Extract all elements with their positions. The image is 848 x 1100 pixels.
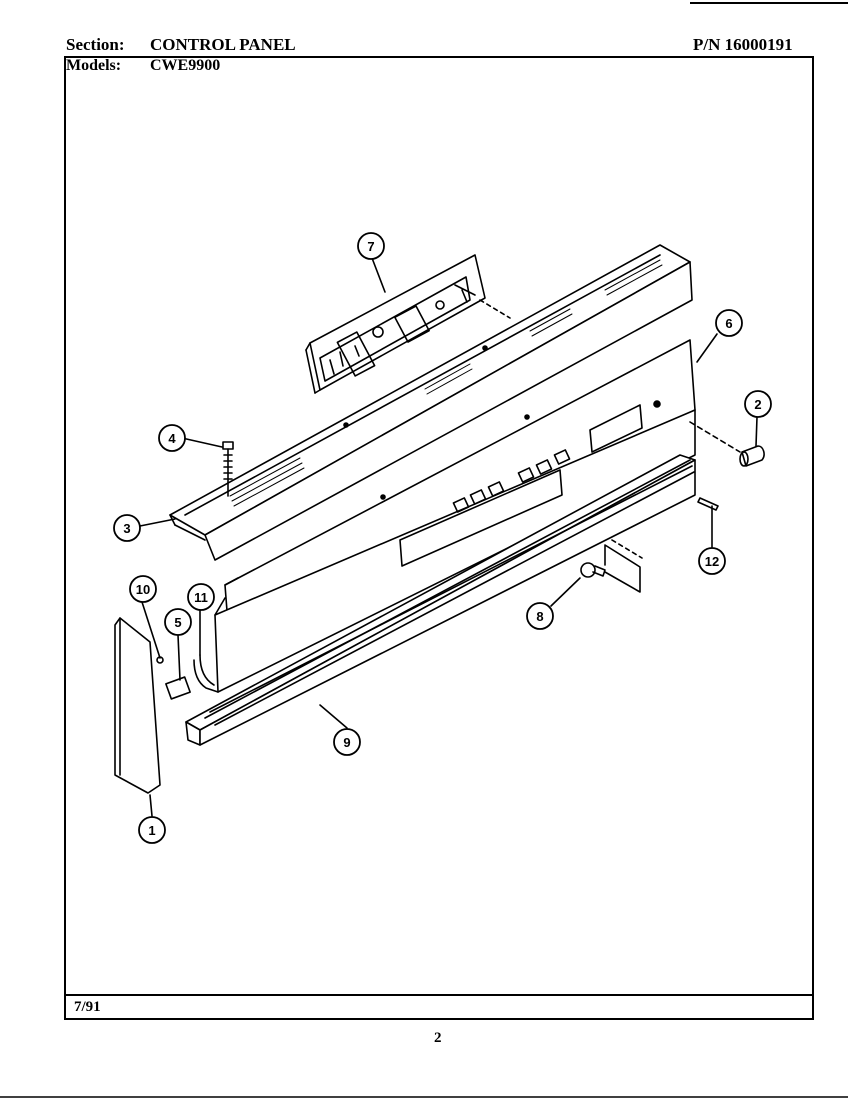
svg-text:6: 6: [725, 316, 732, 331]
section-title: CONTROL PANEL: [150, 35, 296, 54]
callout-12: 12: [698, 547, 726, 575]
callout-10: 10: [129, 575, 157, 603]
switch-part: [580, 544, 641, 593]
svg-text:3: 3: [123, 521, 130, 536]
callout-2: 2: [744, 390, 772, 418]
knob-part: [689, 421, 765, 467]
callout-6: 6: [715, 309, 743, 337]
control-panel-part: [214, 339, 696, 693]
svg-text:12: 12: [705, 554, 719, 569]
callout-4: 4: [158, 424, 186, 452]
page-number: 2: [434, 1030, 442, 1046]
callout-11: 11: [187, 583, 215, 611]
svg-text:2: 2: [754, 397, 761, 412]
callout-5: 5: [164, 608, 192, 636]
callout-9: 9: [333, 728, 361, 756]
svg-text:5: 5: [174, 615, 181, 630]
small-hardware: [156, 654, 219, 700]
pin-part: [697, 497, 719, 511]
callout-8: 8: [526, 602, 554, 630]
svg-text:4: 4: [168, 431, 176, 446]
part-number: P/N 16000191: [693, 35, 793, 54]
footer-divider: [64, 994, 814, 996]
screw-part: [222, 441, 234, 497]
svg-text:8: 8: [536, 609, 543, 624]
models-label: Models:: [66, 57, 122, 74]
callout-1: 1: [138, 816, 166, 844]
end-cap-part: [114, 617, 161, 794]
models-value: CWE9900: [150, 57, 221, 74]
control-board-part: [305, 254, 486, 394]
svg-text:7: 7: [367, 239, 374, 254]
bottom-trim-part: [185, 454, 696, 746]
svg-text:10: 10: [136, 582, 150, 597]
diagram-frame: [64, 56, 814, 1020]
revision-date: 7/91: [74, 999, 101, 1015]
callout-7: 7: [357, 232, 385, 260]
callout-3: 3: [113, 514, 141, 542]
svg-text:11: 11: [194, 590, 208, 605]
console-top-trim-part: [169, 244, 693, 561]
svg-text:1: 1: [148, 823, 155, 838]
svg-text:9: 9: [343, 735, 350, 750]
section-label: Section:: [66, 35, 125, 54]
